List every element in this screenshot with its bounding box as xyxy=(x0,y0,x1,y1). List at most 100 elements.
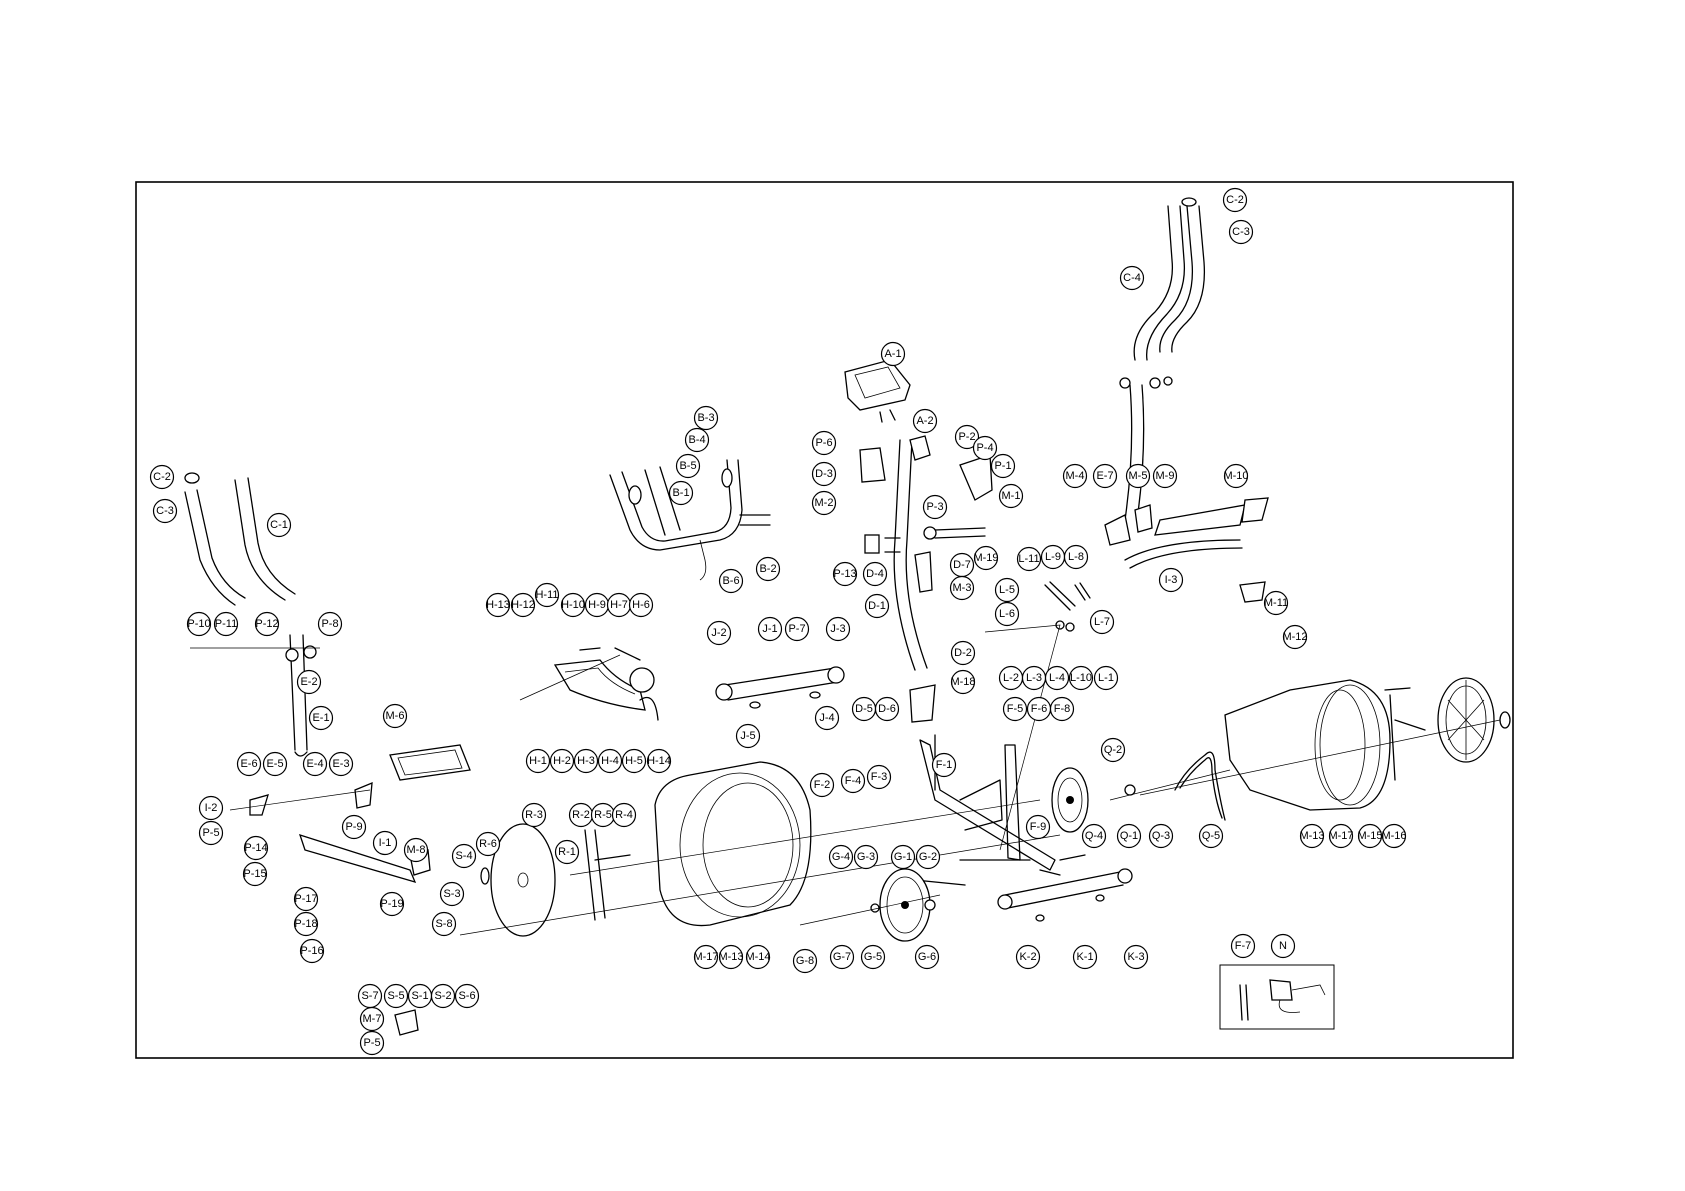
callout-text: E-7 xyxy=(1096,470,1113,482)
callout-r-3: R-3 xyxy=(521,802,547,828)
callout-h-12: H-12 xyxy=(510,592,536,618)
callout-circle xyxy=(1092,463,1118,489)
callout-l-11: L-11 xyxy=(1016,546,1042,572)
callout-circle xyxy=(1152,463,1178,489)
callout-q-3: Q-3 xyxy=(1148,823,1174,849)
callout-f-3: F-3 xyxy=(866,764,892,790)
callout-p-1: P-1 xyxy=(990,453,1016,479)
callout-text: D-6 xyxy=(878,703,896,715)
callout-text: Q-4 xyxy=(1085,830,1103,842)
callout-text: N xyxy=(1279,940,1287,952)
callout-b-2: B-2 xyxy=(755,556,781,582)
callout-l-4: L-4 xyxy=(1044,665,1070,691)
callout-text: H-5 xyxy=(625,755,643,767)
callout-circle xyxy=(1072,944,1098,970)
callout-circle xyxy=(454,983,480,1009)
callout-p-7: P-7 xyxy=(784,616,810,642)
callout-e-3: E-3 xyxy=(328,751,354,777)
callout-l-7: L-7 xyxy=(1089,609,1115,635)
callout-text: S-6 xyxy=(458,990,475,1002)
callout-text: Q-3 xyxy=(1152,830,1170,842)
callout-g-3: G-3 xyxy=(853,844,879,870)
callout-circle xyxy=(880,341,906,367)
callout-text: P-11 xyxy=(215,618,237,630)
callout-circle xyxy=(236,751,262,777)
callout-text: P-3 xyxy=(926,501,943,513)
callout-circle xyxy=(998,483,1024,509)
callout-text: P-16 xyxy=(300,945,323,957)
callout-text: H-12 xyxy=(511,599,535,611)
callout-circle xyxy=(1015,944,1041,970)
callout-text: E-5 xyxy=(266,758,283,770)
callout-circle xyxy=(372,830,398,856)
callout-p-17: P-17 xyxy=(293,886,319,912)
callout-d-5: D-5 xyxy=(851,696,877,722)
callout-p-16: P-16 xyxy=(299,938,325,964)
callout-circle xyxy=(152,498,178,524)
callout-text: B-5 xyxy=(679,460,696,472)
callout-circle xyxy=(451,843,477,869)
callout-circle xyxy=(915,844,941,870)
callout-s-4: S-4 xyxy=(451,843,477,869)
callout-circle xyxy=(1063,544,1089,570)
callout-s-3: S-3 xyxy=(439,881,465,907)
callout-q-2: Q-2 xyxy=(1100,737,1126,763)
part-labels: C-2C-3C-4A-1A-2B-3B-4B-5B-1B-6B-2P-6D-3M… xyxy=(149,187,1407,1056)
left-arm-drawing xyxy=(249,781,431,1036)
callout-text: P-17 xyxy=(294,893,317,905)
callout-l-1: L-1 xyxy=(1093,665,1119,691)
callout-d-2: D-2 xyxy=(950,640,976,666)
callout-circle xyxy=(706,620,732,646)
flywheel-drawing xyxy=(1051,767,1136,833)
callout-text: R-4 xyxy=(615,809,633,821)
callout-text: P-4 xyxy=(976,442,993,454)
callout-circle xyxy=(862,561,888,587)
callout-text: I-2 xyxy=(205,802,218,814)
callout-circle xyxy=(431,911,457,937)
callout-m-8: M-8 xyxy=(403,837,429,863)
callout-l-5: L-5 xyxy=(994,577,1020,603)
callout-text: Q-1 xyxy=(1120,830,1138,842)
callout-text: H-1 xyxy=(529,755,547,767)
callout-circle xyxy=(811,490,837,516)
callout-circle xyxy=(186,611,212,637)
callout-circle xyxy=(379,891,405,917)
callout-text: S-7 xyxy=(361,990,378,1002)
callout-text: L-8 xyxy=(1068,551,1084,563)
callout-circle xyxy=(573,748,599,774)
callout-text: C-4 xyxy=(1123,272,1141,284)
callout-c-3: C-3 xyxy=(152,498,178,524)
callout-circle xyxy=(784,616,810,642)
callout-text: F-9 xyxy=(1030,821,1047,833)
front-handlebar-drawing xyxy=(609,459,771,581)
callout-a-2: A-2 xyxy=(912,408,938,434)
callout-text: L-6 xyxy=(999,608,1015,620)
callout-text: P-9 xyxy=(345,821,362,833)
callout-text: F-1 xyxy=(936,759,953,771)
callout-text: P-13 xyxy=(833,568,856,580)
callout-r-6: R-6 xyxy=(475,831,501,857)
assembly-axis-lines xyxy=(190,647,1501,936)
callout-circle xyxy=(890,844,916,870)
callout-circle xyxy=(1158,567,1184,593)
callout-p-12: P-12 xyxy=(254,611,280,637)
callout-m-17: M-17 xyxy=(693,944,719,970)
callout-circle xyxy=(646,748,672,774)
callout-text: E-4 xyxy=(306,758,323,770)
callout-circle xyxy=(1123,944,1149,970)
callout-f-6: F-6 xyxy=(1026,696,1052,722)
callout-circle xyxy=(317,611,343,637)
callout-text: H-9 xyxy=(588,599,606,611)
callout-circle xyxy=(308,705,334,731)
callout-h-13: H-13 xyxy=(485,592,511,618)
callout-text: B-6 xyxy=(722,575,739,587)
callout-q-1: Q-1 xyxy=(1116,823,1142,849)
bracket-assembly-drawing xyxy=(553,647,659,721)
callout-m-19: M-19 xyxy=(973,545,999,571)
callout-circle xyxy=(621,748,647,774)
callout-p-19: P-19 xyxy=(379,891,405,917)
callout-l-9: L-9 xyxy=(1040,544,1066,570)
callout-b-5: B-5 xyxy=(675,453,701,479)
callout-text: D-1 xyxy=(868,600,886,612)
callout-text: S-3 xyxy=(443,888,460,900)
